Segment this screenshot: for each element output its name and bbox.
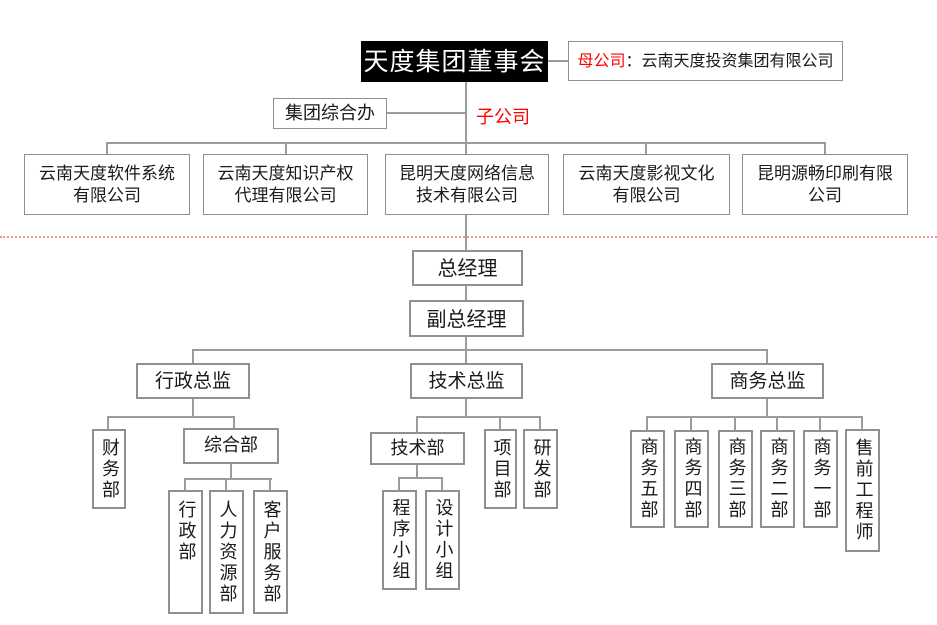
node-presales-engineer-label: 售前工程师 [852, 438, 874, 543]
connector-line [646, 416, 863, 418]
node-biz-dept-3-label: 商务三部 [725, 437, 747, 521]
connector-line [645, 142, 647, 154]
connector-line [465, 215, 467, 250]
node-program-team: 程序小组 [382, 490, 417, 590]
connector-line [690, 416, 692, 430]
node-presales-engineer: 售前工程师 [845, 429, 880, 552]
connector-line [646, 416, 648, 430]
node-company-ip: 云南天度知识产权 代理有限公司 [203, 154, 368, 215]
node-admin-dept-label: 行政部 [175, 500, 197, 563]
connector-line [106, 142, 108, 154]
node-customer-service-dept: 客户服务部 [253, 490, 288, 614]
node-design-team-label: 设计小组 [432, 498, 454, 582]
connector-line [766, 399, 768, 417]
connector-line [398, 477, 400, 490]
node-finance-dept-label: 财务部 [99, 437, 120, 501]
connector-line [465, 337, 467, 350]
node-deputy-general-manager: 副总经理 [409, 300, 524, 337]
node-rnd-dept: 研发部 [523, 429, 558, 509]
node-program-team-label: 程序小组 [389, 498, 411, 582]
node-biz-dept-3: 商务三部 [718, 430, 753, 528]
connector-line [465, 286, 467, 300]
connector-line [230, 464, 232, 479]
connector-line [233, 416, 235, 428]
connector-line [734, 416, 736, 430]
connector-line [416, 416, 418, 432]
divider-dotted-line [0, 236, 937, 238]
node-business-director: 商务总监 [711, 363, 824, 399]
node-admin-dept: 行政部 [168, 490, 203, 614]
node-company-media: 云南天度影视文化 有限公司 [563, 154, 730, 215]
node-company-printing: 昆明源畅印刷有限 公司 [742, 154, 908, 215]
node-rnd-dept-label: 研发部 [530, 437, 552, 501]
connector-line [106, 142, 826, 144]
connector-line [766, 349, 768, 363]
node-design-team: 设计小组 [425, 490, 460, 590]
connector-line [499, 416, 501, 429]
connector-line [819, 416, 821, 430]
connector-line [465, 82, 467, 154]
connector-line [465, 399, 467, 417]
connector-line [107, 416, 235, 418]
subsidiary-label: 子公司 [476, 107, 530, 128]
connector-line [184, 478, 186, 490]
connector-line [441, 477, 443, 490]
connector-line [824, 142, 826, 154]
node-project-dept: 项目部 [484, 429, 517, 509]
connector-line [539, 416, 541, 429]
connector-line [192, 349, 194, 363]
connector-line [269, 478, 271, 490]
connector-line [192, 399, 194, 417]
node-general-manager: 总经理 [412, 250, 523, 286]
node-company-network: 昆明天度网络信息 技术有限公司 [385, 154, 549, 215]
connector-line [184, 478, 272, 480]
connector-line [107, 416, 109, 429]
node-tech-dept: 技术部 [370, 432, 465, 465]
parent-company-box: 母公司：云南天度投资集团有限公司 [568, 41, 843, 81]
connector-line [548, 60, 568, 62]
node-biz-dept-5: 商务五部 [630, 430, 665, 528]
node-tech-director: 技术总监 [410, 363, 523, 399]
connector-line [416, 416, 541, 418]
node-hr-dept: 人力资源部 [209, 490, 244, 614]
node-board: 天度集团董事会 [361, 41, 548, 82]
node-admin-director: 行政总监 [136, 363, 250, 399]
connector-line [192, 349, 768, 351]
connector-line [398, 477, 443, 479]
node-customer-service-dept-label: 客户服务部 [260, 500, 282, 605]
node-hr-dept-label: 人力资源部 [216, 500, 238, 605]
connector-line [387, 112, 465, 114]
connector-line [465, 349, 467, 363]
connector-line [776, 416, 778, 430]
connector-line [285, 142, 287, 154]
node-biz-dept-1-label: 商务一部 [810, 437, 832, 521]
node-biz-dept-2: 商务二部 [760, 430, 795, 528]
parent-company-label: 母公司 [577, 51, 626, 70]
node-finance-dept: 财务部 [92, 429, 126, 509]
node-biz-dept-4: 商务四部 [674, 430, 709, 528]
node-company-software: 云南天度软件系统 有限公司 [24, 154, 190, 215]
node-group-office: 集团综合办 [273, 98, 387, 129]
connector-line [225, 478, 227, 490]
node-biz-dept-1: 商务一部 [803, 430, 838, 528]
parent-company-name: ：云南天度投资集团有限公司 [625, 51, 834, 70]
node-project-dept-label: 项目部 [490, 437, 512, 501]
node-biz-dept-5-label: 商务五部 [637, 437, 659, 521]
node-biz-dept-4-label: 商务四部 [681, 437, 703, 521]
node-general-affairs-dept: 综合部 [183, 428, 279, 464]
node-biz-dept-2-label: 商务二部 [767, 437, 789, 521]
connector-line [416, 465, 418, 478]
connector-line [861, 416, 863, 429]
